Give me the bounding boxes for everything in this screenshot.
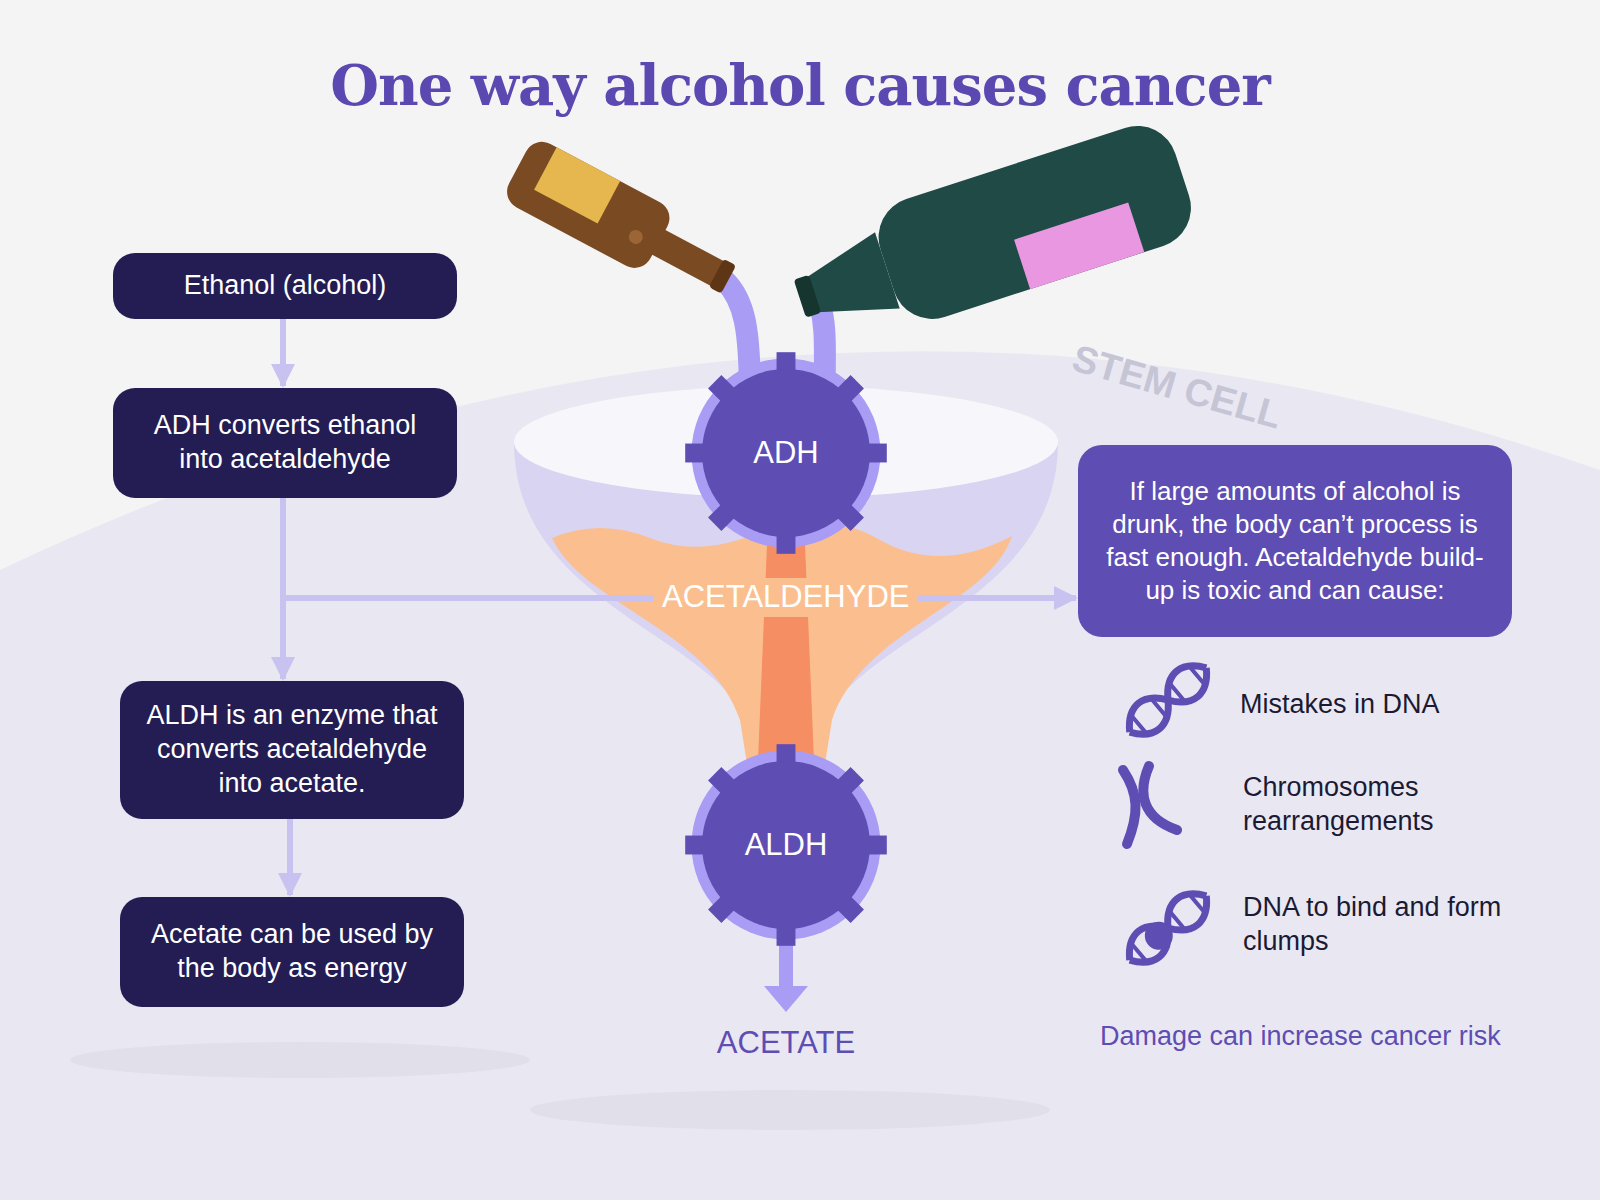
flow-arrow xyxy=(287,819,293,895)
shadow xyxy=(70,1042,530,1078)
node-text: ADH xyxy=(753,435,818,471)
node-text: ALDH xyxy=(745,827,828,863)
liquid-stream xyxy=(758,520,814,760)
stem-cell-region xyxy=(0,351,1600,1200)
chromosome-icon xyxy=(1123,766,1177,844)
wine-bottle xyxy=(781,116,1202,358)
process-box: Ethanol (alcohol) xyxy=(113,253,457,319)
flow-arrow xyxy=(280,319,286,386)
chemical-label: ACETATE xyxy=(646,1024,926,1063)
enzyme-circle: ALDH xyxy=(681,740,891,950)
dna-icon xyxy=(1119,655,1217,745)
callout-box: If large amounts of alcohol is drunk, th… xyxy=(1078,445,1512,637)
chemical-label: ACETALDEHYDE xyxy=(654,578,918,617)
effect-label: Mistakes in DNA xyxy=(1240,688,1540,722)
arrowhead xyxy=(764,986,808,1012)
enzyme-circle: ADH xyxy=(681,348,891,558)
shadow xyxy=(530,1090,1050,1130)
acetaldehyde-liquid xyxy=(552,521,1012,770)
node-text: If large amounts of alcohol is drunk, th… xyxy=(1098,475,1492,607)
effect-label: DNA to bind and form clumps xyxy=(1243,891,1503,959)
node-text: ALDH is an enzyme that converts acetalde… xyxy=(138,699,446,800)
process-box: Acetate can be used by the body as energ… xyxy=(120,897,464,1007)
process-box: ADH converts ethanol into acetaldehyde xyxy=(113,388,457,498)
note-label: Damage can increase cancer risk xyxy=(1100,1020,1560,1054)
node-text: Acetate can be used by the body as energ… xyxy=(138,918,446,986)
title: One way alcohol causes cancer xyxy=(0,52,1600,118)
effect-label: Chromosomes rearrangements xyxy=(1243,771,1503,839)
process-box: ALDH is an enzyme that converts acetalde… xyxy=(120,681,464,819)
node-text: Ethanol (alcohol) xyxy=(184,269,387,303)
dna-clump-icon xyxy=(1119,883,1217,973)
beer-bottle xyxy=(501,136,746,312)
node-text: ADH converts ethanol into acetaldehyde xyxy=(131,409,439,477)
